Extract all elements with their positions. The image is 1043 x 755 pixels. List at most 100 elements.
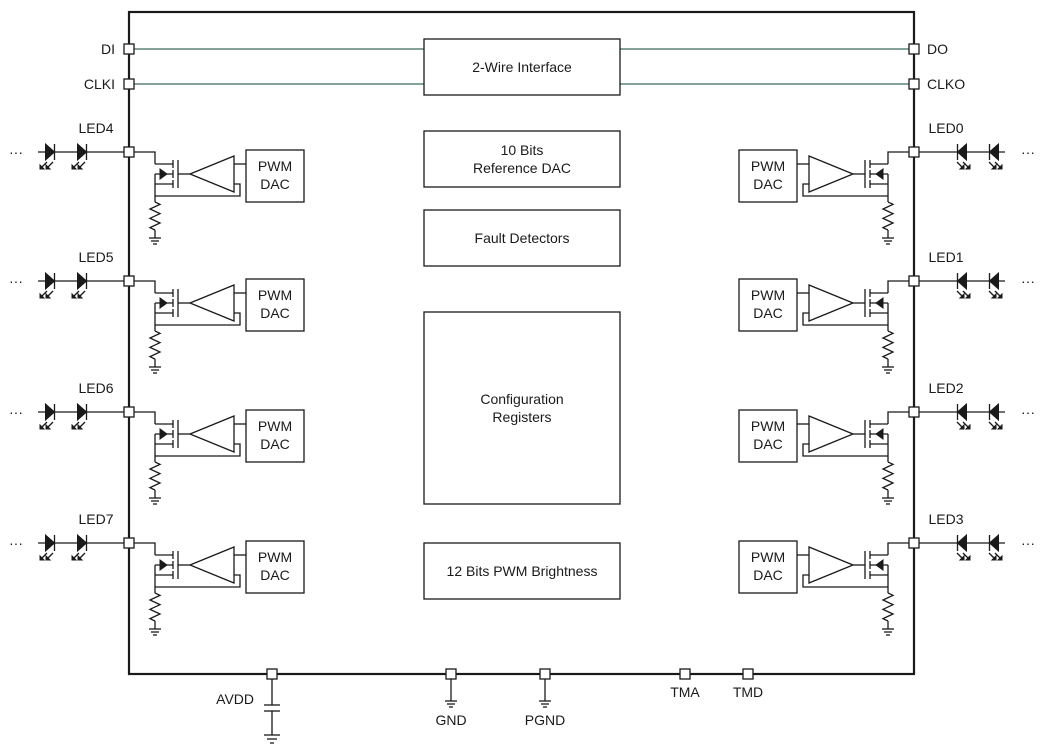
light-arrowhead — [990, 423, 997, 430]
pwm-dac-label: DAC — [753, 176, 783, 192]
light-arrowhead — [964, 292, 971, 299]
diode-triangle — [45, 533, 56, 553]
feedback-wire — [802, 183, 888, 197]
ellipsis: ··· — [9, 535, 23, 551]
light-arrowhead — [990, 554, 997, 561]
pwm-dac-label: PWM — [751, 549, 785, 565]
light-arrowhead — [964, 554, 971, 561]
ellipsis: ··· — [1021, 273, 1035, 289]
pin-label-led0: LED0 — [928, 120, 963, 136]
pwm-dac-label: PWM — [258, 549, 292, 565]
diode-triangle — [45, 271, 56, 291]
light-arrowhead — [45, 163, 52, 170]
fet-arrow — [159, 297, 168, 309]
pin-label-led3: LED3 — [928, 511, 963, 527]
pin-pad — [123, 537, 135, 549]
led-diode-icon — [39, 533, 56, 561]
mosfet-icon — [864, 160, 889, 188]
led-diode-icon — [988, 402, 1003, 430]
light-arrowhead — [45, 292, 52, 299]
pin-tma: TMA — [670, 668, 700, 700]
diode-triangle — [956, 533, 967, 553]
pwm-dac-block — [738, 409, 798, 463]
diode-triangle — [988, 402, 999, 422]
block-label: Reference DAC — [473, 160, 571, 176]
pin-label-led5: LED5 — [78, 249, 113, 265]
block-two-wire-interface: 2-Wire Interface — [423, 38, 621, 96]
drain-wire — [134, 151, 156, 164]
led-diode-icon — [71, 402, 88, 430]
diode-triangle — [77, 271, 88, 291]
pin-pad — [539, 668, 551, 680]
diode-triangle — [956, 402, 967, 422]
mosfet-icon — [864, 289, 889, 317]
resistor-icon — [148, 201, 162, 231]
diode-triangle — [956, 142, 967, 162]
led-diode-icon — [71, 533, 88, 561]
light-arrowhead — [958, 163, 965, 170]
pin-label-led4: LED4 — [78, 120, 113, 136]
block-label: Registers — [492, 409, 551, 425]
light-arrowhead — [996, 554, 1003, 561]
light-arrowhead — [996, 163, 1003, 170]
resistor-icon — [881, 330, 895, 360]
resistor-icon — [881, 592, 895, 622]
mosfet-icon — [154, 160, 179, 188]
light-arrowhead — [39, 423, 46, 430]
diode-triangle — [988, 533, 999, 553]
fet-arrow — [875, 428, 884, 440]
light-arrowhead — [964, 163, 971, 170]
ellipsis: ··· — [9, 404, 23, 420]
light-arrowhead — [71, 163, 78, 170]
pin-pad — [123, 78, 135, 90]
light-arrowhead — [990, 292, 997, 299]
feedback-wire — [802, 443, 888, 457]
pin-pad — [123, 406, 135, 418]
pin-pad — [445, 668, 457, 680]
pwm-dac-label: DAC — [260, 305, 290, 321]
pin-pad — [123, 43, 135, 55]
opamp-icon — [188, 155, 235, 193]
pwm-dac-block — [245, 149, 305, 203]
pin-clki: CLKI — [84, 76, 135, 92]
light-arrowhead — [77, 163, 84, 170]
block-pwm-brightness: 12 Bits PWM Brightness — [423, 542, 621, 600]
led-diode-icon — [71, 142, 88, 170]
led-diode-icon — [988, 533, 1003, 561]
pwm-dac-label: DAC — [260, 567, 290, 583]
resistor-icon — [148, 461, 162, 491]
pin-pad — [908, 537, 920, 549]
pin-label-do: DO — [927, 41, 948, 57]
drain-wire — [887, 151, 909, 164]
led-diode-icon — [956, 271, 971, 299]
light-arrowhead — [39, 554, 46, 561]
drain-wire — [134, 542, 156, 555]
light-arrowhead — [71, 554, 78, 561]
diode-triangle — [77, 142, 88, 162]
block-configuration-registers: Configuration Registers — [423, 311, 621, 505]
pin-label-gnd: GND — [435, 712, 466, 728]
pwm-dac-block — [245, 409, 305, 463]
light-arrowhead — [958, 423, 965, 430]
pwm-dac-label: PWM — [258, 158, 292, 174]
pwm-dac-block — [738, 149, 798, 203]
fet-arrow — [159, 428, 168, 440]
pin-pad — [908, 406, 920, 418]
pin-tmd: TMD — [733, 668, 763, 700]
feedback-wire — [155, 312, 241, 326]
opamp-icon — [808, 415, 855, 453]
pin-di: DI — [101, 41, 135, 57]
block-label: Fault Detectors — [475, 230, 570, 246]
fet-arrow — [159, 559, 168, 571]
pin-label-di: DI — [101, 41, 115, 57]
pwm-dac-label: PWM — [751, 287, 785, 303]
fet-arrow — [875, 559, 884, 571]
light-arrowhead — [996, 292, 1003, 299]
resistor-icon — [881, 461, 895, 491]
